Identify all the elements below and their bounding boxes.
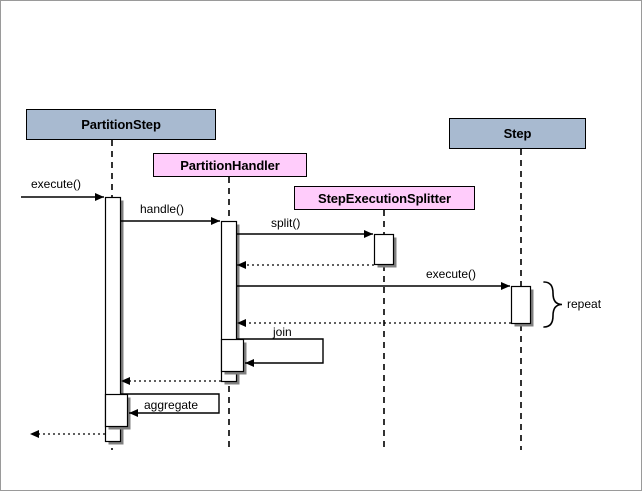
activations-group [104, 196, 534, 445]
participant-step-execution-splitter[interactable]: StepExecutionSplitter [294, 186, 475, 210]
participant-label: PartitionHandler [180, 157, 280, 173]
act-partition-step[interactable] [104, 196, 122, 443]
message-label-msg-join: join [273, 325, 292, 339]
participant-label: StepExecutionSplitter [318, 190, 451, 206]
message-msg-join[interactable] [236, 338, 324, 367]
message-label-msg-handle: handle() [140, 202, 185, 216]
message-label-msg-execute-entry: execute() [31, 177, 82, 191]
messages-group [21, 193, 511, 438]
annotations-vector-group [543, 281, 563, 328]
participant-partition-handler[interactable]: PartitionHandler [153, 153, 307, 177]
act-handler-join[interactable] [220, 338, 245, 373]
act-step[interactable] [510, 285, 532, 325]
participant-label: Step [503, 126, 532, 141]
message-msg-aggregate[interactable] [120, 393, 220, 417]
message-label-msg-execute-step: execute() [426, 267, 477, 281]
act-step-aggregate[interactable] [104, 393, 129, 428]
participant-partition-step[interactable]: PartitionStep [26, 109, 216, 140]
annotation-label-repeat-bracket: repeat [567, 297, 602, 311]
message-label-msg-aggregate: aggregate [144, 398, 199, 412]
message-label-msg-split: split() [271, 216, 301, 230]
repeat-bracket-brace [543, 281, 563, 328]
act-splitter[interactable] [373, 233, 395, 266]
participant-step[interactable]: Step [449, 118, 586, 149]
participant-label: PartitionStep [81, 117, 161, 132]
